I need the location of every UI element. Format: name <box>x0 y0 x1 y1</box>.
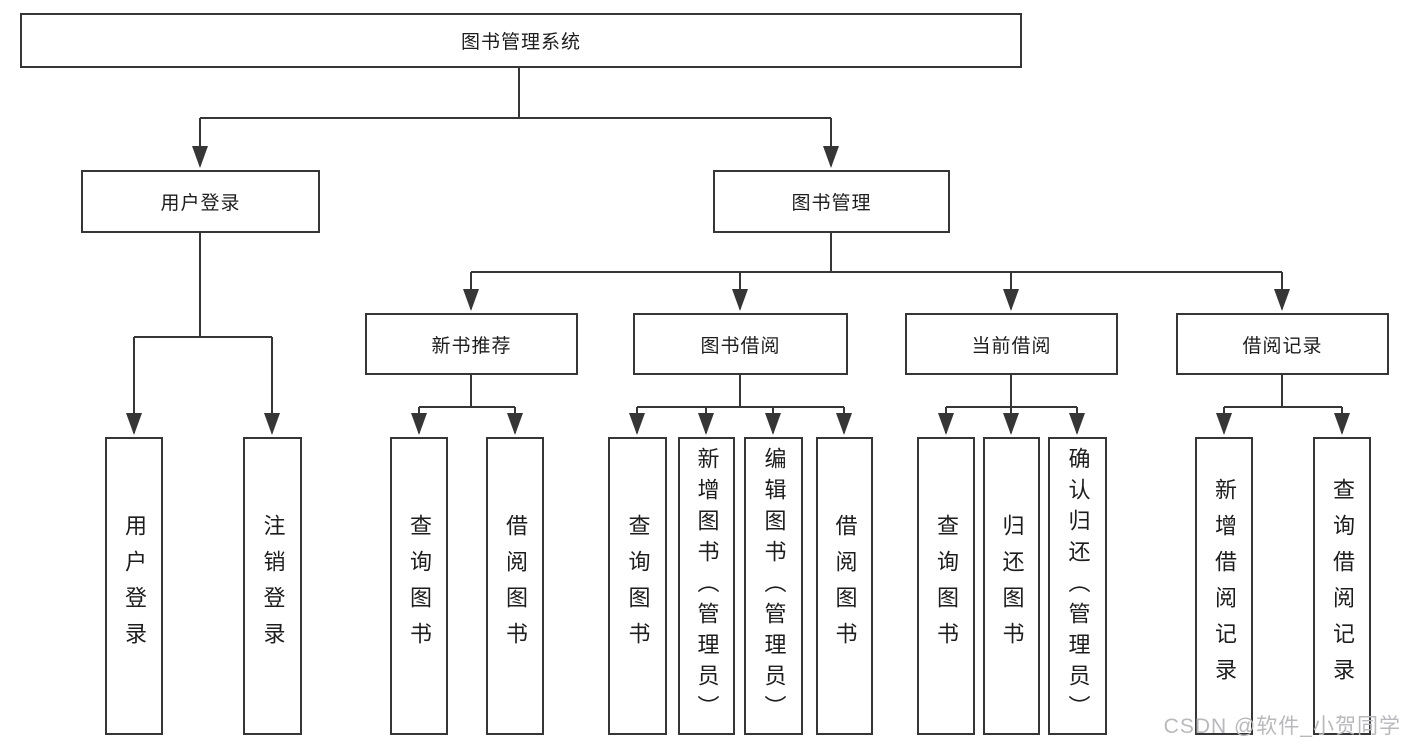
node-book-borrow-label: 图书借阅 <box>700 335 781 357</box>
node-leaf-logout-label: 注销登录 <box>260 514 286 658</box>
node-leaf-cur-query: 查询图书 <box>917 437 975 735</box>
node-root: 图书管理系统 <box>20 13 1022 68</box>
node-book-borrow: 图书借阅 <box>633 313 848 375</box>
node-new-books-label: 新书推荐 <box>431 335 512 357</box>
node-leaf-nb-borrow-label: 借阅图书 <box>503 514 528 658</box>
node-leaf-nb-query: 查询图书 <box>390 437 448 735</box>
node-leaf-user-login: 用户登录 <box>105 437 163 735</box>
node-borrow-records-label: 借阅记录 <box>1242 335 1323 357</box>
node-leaf-user-login-label: 用户登录 <box>122 514 147 658</box>
node-leaf-nb-query-label: 查询图书 <box>407 514 432 658</box>
node-leaf-cur-confirm-label: 确认归还（管理员） <box>1065 446 1091 726</box>
node-leaf-rec-add: 新增借阅记录 <box>1195 437 1253 735</box>
node-leaf-bw-query: 查询图书 <box>608 437 667 735</box>
node-leaf-logout: 注销登录 <box>243 437 302 735</box>
node-user-login: 用户登录 <box>81 170 320 233</box>
node-leaf-rec-add-label: 新增借阅记录 <box>1212 478 1237 694</box>
node-leaf-rec-query-label: 查询借阅记录 <box>1330 478 1355 694</box>
node-new-books: 新书推荐 <box>365 313 578 375</box>
node-leaf-bw-borrow: 借阅图书 <box>816 437 873 735</box>
node-book-mgmt-label: 图书管理 <box>791 193 872 214</box>
node-leaf-bw-borrow-label: 借阅图书 <box>832 514 858 658</box>
node-leaf-bw-add: 新增图书（管理员） <box>678 437 735 735</box>
node-leaf-cur-return: 归还图书 <box>983 437 1040 735</box>
node-borrow-records: 借阅记录 <box>1176 313 1389 375</box>
node-user-login-label: 用户登录 <box>160 193 241 214</box>
node-leaf-cur-return-label: 归还图书 <box>999 514 1025 658</box>
node-leaf-bw-edit: 编辑图书（管理员） <box>744 437 803 735</box>
node-leaf-cur-confirm: 确认归还（管理员） <box>1048 437 1107 735</box>
node-leaf-nb-borrow: 借阅图书 <box>486 437 544 735</box>
node-book-mgmt: 图书管理 <box>713 170 950 233</box>
node-leaf-bw-query-label: 查询图书 <box>625 514 651 658</box>
watermark-text: CSDN @软件_小贺同学 <box>1163 715 1401 738</box>
node-leaf-cur-query-label: 查询图书 <box>934 514 959 658</box>
node-leaf-rec-query: 查询借阅记录 <box>1313 437 1371 735</box>
node-leaf-bw-add-label: 新增图书（管理员） <box>694 446 720 726</box>
node-leaf-bw-edit-label: 编辑图书（管理员） <box>761 446 787 726</box>
node-current-borrow: 当前借阅 <box>905 313 1118 375</box>
node-root-label: 图书管理系统 <box>460 32 581 53</box>
node-current-borrow-label: 当前借阅 <box>971 335 1052 357</box>
